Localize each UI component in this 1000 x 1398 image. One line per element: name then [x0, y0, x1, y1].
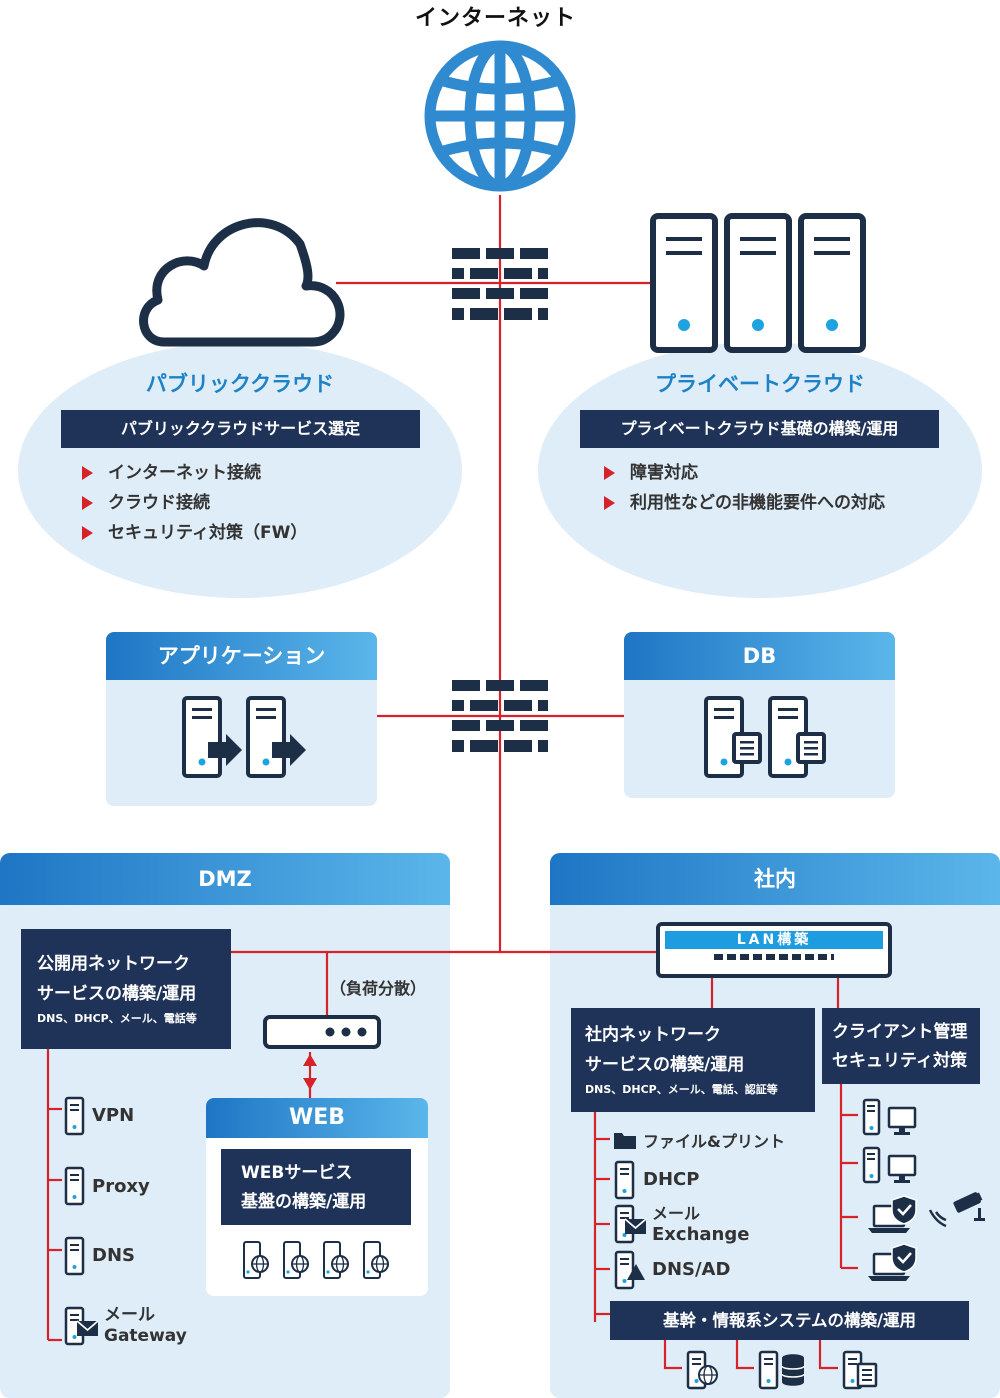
lan-ports [660, 954, 888, 960]
list-item: 利用性などの非機能要件への対応 [604, 488, 885, 518]
public-cloud-service: パブリッククラウドサービス選定 [61, 410, 420, 448]
client-line2: セキュリティ対策 [832, 1051, 967, 1071]
server-icon [64, 1166, 85, 1206]
private-cloud-list: 障害対応 利用性などの非機能要件への対応 [604, 458, 885, 518]
app-server-icon [182, 696, 306, 778]
load-balancer-icon [263, 1015, 381, 1049]
secured-laptop-icon [868, 1195, 917, 1233]
db-server-icon [704, 696, 826, 778]
firewall-icon [452, 680, 548, 752]
private-cloud-area [538, 342, 982, 598]
database-server-icon [758, 1350, 805, 1390]
internal-header: 社内 [550, 853, 1000, 905]
list-item: インターネット接続 [82, 458, 307, 488]
cloud-icon [139, 218, 345, 347]
internal-service-line2: サービスの構築/運用 [585, 1055, 745, 1075]
lan-label: LAN構築 [665, 931, 883, 949]
lan-switch: LAN構築 [656, 922, 892, 978]
server-icon [614, 1160, 635, 1200]
dmz-service-line1: 公開用ネットワーク [37, 954, 190, 974]
mail-server-icon [64, 1306, 99, 1346]
internal-item-dhcp: DHCP [643, 1169, 700, 1190]
dmz-item-vpn: VPN [92, 1105, 135, 1126]
double-arrow-icon [303, 1054, 317, 1090]
web-service-box: WEBサービス 基盤の構築/運用 [221, 1149, 411, 1225]
server-icon [64, 1096, 85, 1136]
dmz-item-proxy: Proxy [92, 1176, 150, 1197]
load-balance-label: （負荷分散） [330, 979, 427, 998]
client-line1: クライアント管理 [832, 1022, 968, 1042]
public-cloud-area [18, 342, 462, 598]
folder-icon [614, 1133, 636, 1149]
firewall-icon [452, 248, 548, 320]
security-camera-icon [928, 1192, 985, 1228]
server-icon [64, 1236, 85, 1276]
connection-lines [46, 195, 858, 1370]
web-service-line2: 基盤の構築/運用 [241, 1192, 367, 1212]
dmz-item-mail-gateway: メール Gateway [104, 1306, 187, 1346]
private-cloud-label: プライベートクラウド [655, 372, 865, 396]
internet-label: インターネット [415, 6, 577, 31]
server-rack-icon [650, 213, 866, 353]
internal-item-file: ファイル&プリント [643, 1132, 785, 1151]
web-server-icon [686, 1350, 718, 1390]
gateway-label: Gateway [104, 1326, 187, 1346]
dmz-item-dns: DNS [92, 1245, 135, 1266]
dmz-service-sub: DNS、DHCP、メール、電話等 [37, 1012, 197, 1025]
private-cloud-service: プライベートクラウド基礎の構築/運用 [580, 410, 939, 448]
web-header: WEB [206, 1098, 428, 1138]
mail-server-icon [614, 1204, 647, 1244]
secured-laptop-icon [868, 1243, 917, 1281]
list-item: クラウド接続 [82, 488, 307, 518]
mail-label: メール [104, 1305, 155, 1325]
web-server-icons [243, 1241, 389, 1279]
application-header: アプリケーション [106, 632, 377, 680]
internal-service-box: 社内ネットワーク サービスの構築/運用 DNS、DHCP、メール、電話、認証等 [571, 1008, 815, 1112]
document-server-icon [842, 1350, 878, 1390]
internal-item-exchange: メール Exchange [652, 1204, 749, 1244]
public-cloud-label: パブリッククラウド [145, 372, 335, 396]
globe-icon [424, 40, 576, 192]
internal-service-sub: DNS、DHCP、メール、電話、認証等 [585, 1083, 778, 1096]
dmz-service-line2: サービスの構築/運用 [37, 984, 197, 1004]
internal-item-dns-ad: DNS/AD [652, 1259, 731, 1280]
core-system-box: 基幹・情報系システムの構築/運用 [610, 1301, 969, 1340]
public-cloud-list: インターネット接続 クラウド接続 セキュリティ対策（FW） [82, 458, 307, 548]
list-item: 障害対応 [604, 458, 885, 488]
dns-ad-server-icon [614, 1250, 645, 1290]
web-service-line1: WEBサービス [241, 1163, 353, 1183]
client-management-box: クライアント管理 セキュリティ対策 [822, 1008, 980, 1084]
desktop-pc-icon [862, 1146, 917, 1184]
internal-service-line1: 社内ネットワーク [585, 1025, 721, 1045]
desktop-pc-icon [862, 1098, 917, 1136]
dmz-service-box: 公開用ネットワーク サービスの構築/運用 DNS、DHCP、メール、電話等 [21, 929, 231, 1049]
mail-label: メール [652, 1204, 701, 1223]
db-header: DB [624, 632, 895, 680]
list-item: セキュリティ対策（FW） [82, 518, 307, 548]
dmz-header: DMZ [0, 853, 450, 905]
exchange-label: Exchange [652, 1224, 750, 1245]
